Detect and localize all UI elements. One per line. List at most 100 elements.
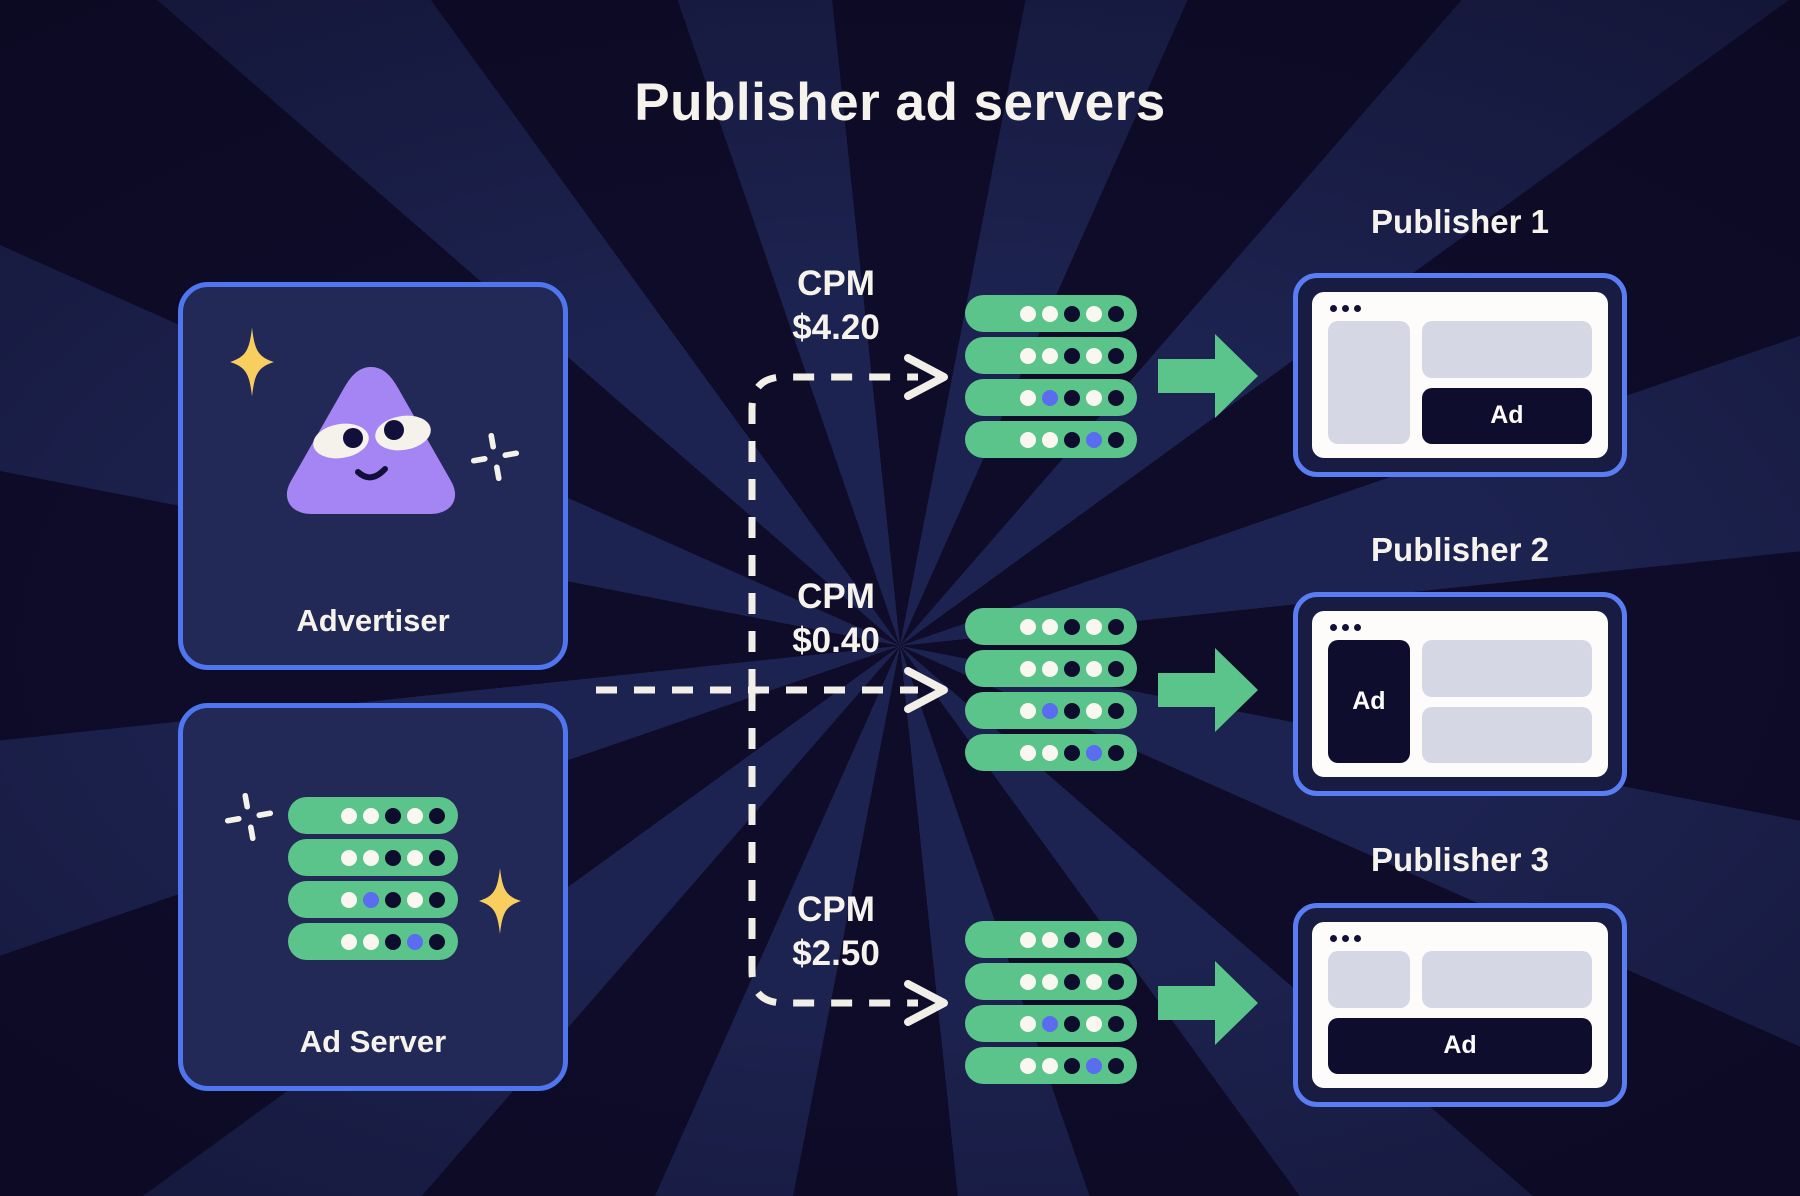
dark-indicator-dot xyxy=(1064,389,1080,406)
publisher-3-window: Ad xyxy=(1293,903,1627,1107)
cpm-value: $0.40 xyxy=(792,621,880,660)
white-indicator-dot xyxy=(1020,431,1036,448)
white-indicator-dot xyxy=(1086,347,1102,364)
publisher-2-label: Publisher 2 xyxy=(1371,531,1549,568)
white-indicator-dot xyxy=(1042,744,1058,761)
dark-indicator-dot xyxy=(1064,347,1080,364)
dark-indicator-dot xyxy=(1064,660,1080,677)
flow-arrow-icon xyxy=(1158,648,1258,732)
server-row xyxy=(288,839,458,876)
dark-indicator-dot xyxy=(1108,347,1124,364)
ad-slot: Ad xyxy=(1328,1017,1592,1074)
server-row xyxy=(288,881,458,918)
dark-indicator-dot xyxy=(1108,431,1124,448)
cpm-value: $2.50 xyxy=(792,934,880,973)
ad-slot: Ad xyxy=(1328,640,1410,763)
cpm-label-group: CPM $4.20 xyxy=(696,262,976,350)
cpm-label-group: CPM $0.40 xyxy=(696,575,976,663)
blue-indicator-dot xyxy=(1042,389,1058,406)
dark-indicator-dot xyxy=(385,891,401,908)
white-indicator-dot xyxy=(1020,973,1036,990)
dark-indicator-dot xyxy=(1064,702,1080,719)
white-indicator-dot xyxy=(1042,347,1058,364)
dark-indicator-dot xyxy=(1064,431,1080,448)
white-indicator-dot xyxy=(341,807,357,824)
publisher-2-window: Ad xyxy=(1293,592,1627,796)
flow-arrow-icon xyxy=(1158,961,1258,1045)
white-indicator-dot xyxy=(1086,660,1102,677)
dark-indicator-dot xyxy=(1108,389,1124,406)
blue-indicator-dot xyxy=(407,933,423,950)
white-indicator-dot xyxy=(1020,1015,1036,1032)
dark-indicator-dot xyxy=(1064,1015,1080,1032)
dark-indicator-dot xyxy=(1064,618,1080,635)
dark-indicator-dot xyxy=(385,933,401,950)
server-row xyxy=(965,1047,1137,1084)
dark-indicator-dot xyxy=(1064,744,1080,761)
white-indicator-dot xyxy=(1020,660,1036,677)
white-indicator-dot xyxy=(1042,305,1058,322)
white-indicator-dot xyxy=(1086,618,1102,635)
window-controls-icon xyxy=(1330,624,1592,631)
sparkle-icon xyxy=(479,868,521,934)
dark-indicator-dot xyxy=(1108,744,1124,761)
white-indicator-dot xyxy=(1042,1057,1058,1074)
cpm-value: $4.20 xyxy=(792,308,880,347)
dark-indicator-dot xyxy=(1108,660,1124,677)
white-indicator-dot xyxy=(1086,305,1102,322)
blue-indicator-dot xyxy=(1042,1015,1058,1032)
white-indicator-dot xyxy=(1020,1057,1036,1074)
publisher-1-window: Ad xyxy=(1293,273,1627,477)
browser-window: Ad xyxy=(1312,611,1608,777)
white-indicator-dot xyxy=(1086,702,1102,719)
advertiser-mascot-icon xyxy=(286,367,456,514)
dark-indicator-dot xyxy=(385,849,401,866)
white-indicator-dot xyxy=(1020,389,1036,406)
cpm-caption: CPM xyxy=(797,577,875,616)
window-controls-icon xyxy=(1330,935,1592,942)
arrowhead-icon xyxy=(904,354,948,400)
white-indicator-dot xyxy=(1020,702,1036,719)
dark-indicator-dot xyxy=(1108,702,1124,719)
dark-indicator-dot xyxy=(1108,1015,1124,1032)
blue-indicator-dot xyxy=(1086,1057,1102,1074)
flow-arrow-icon xyxy=(1158,334,1258,418)
publisher-3-label: Publisher 3 xyxy=(1371,841,1549,878)
content-placeholder xyxy=(1421,321,1592,378)
server-row xyxy=(965,734,1137,771)
arrowhead-icon xyxy=(904,980,948,1026)
advertiser-label: Advertiser xyxy=(296,603,450,638)
white-indicator-dot xyxy=(1042,931,1058,948)
advertiser-card: Advertiser xyxy=(178,282,568,670)
server-row xyxy=(965,379,1137,416)
server-row xyxy=(965,421,1137,458)
plus-sparkle-icon xyxy=(225,793,273,841)
content-placeholder xyxy=(1421,640,1592,697)
dark-indicator-dot xyxy=(1064,1057,1080,1074)
white-indicator-dot xyxy=(363,849,379,866)
dark-indicator-dot xyxy=(1064,931,1080,948)
white-indicator-dot xyxy=(1042,660,1058,677)
cpm-caption: CPM xyxy=(797,890,875,929)
blue-indicator-dot xyxy=(1042,702,1058,719)
dark-indicator-dot xyxy=(1064,973,1080,990)
server-row xyxy=(965,608,1137,645)
server-row xyxy=(965,650,1137,687)
page-title: Publisher ad servers xyxy=(634,73,1166,132)
server-row xyxy=(965,295,1137,332)
server-row xyxy=(965,1005,1137,1042)
dark-indicator-dot xyxy=(1064,305,1080,322)
ad-server-label: Ad Server xyxy=(299,1024,447,1059)
white-indicator-dot xyxy=(1086,1015,1102,1032)
white-indicator-dot xyxy=(363,807,379,824)
white-indicator-dot xyxy=(341,849,357,866)
publisher-ad-server-stack-icon xyxy=(965,295,1137,458)
dark-indicator-dot xyxy=(1108,618,1124,635)
dark-indicator-dot xyxy=(429,849,445,866)
white-indicator-dot xyxy=(407,891,423,908)
white-indicator-dot xyxy=(1086,973,1102,990)
dark-indicator-dot xyxy=(1108,1057,1124,1074)
cpm-label-group: CPM $2.50 xyxy=(696,888,976,976)
server-row xyxy=(288,923,458,960)
